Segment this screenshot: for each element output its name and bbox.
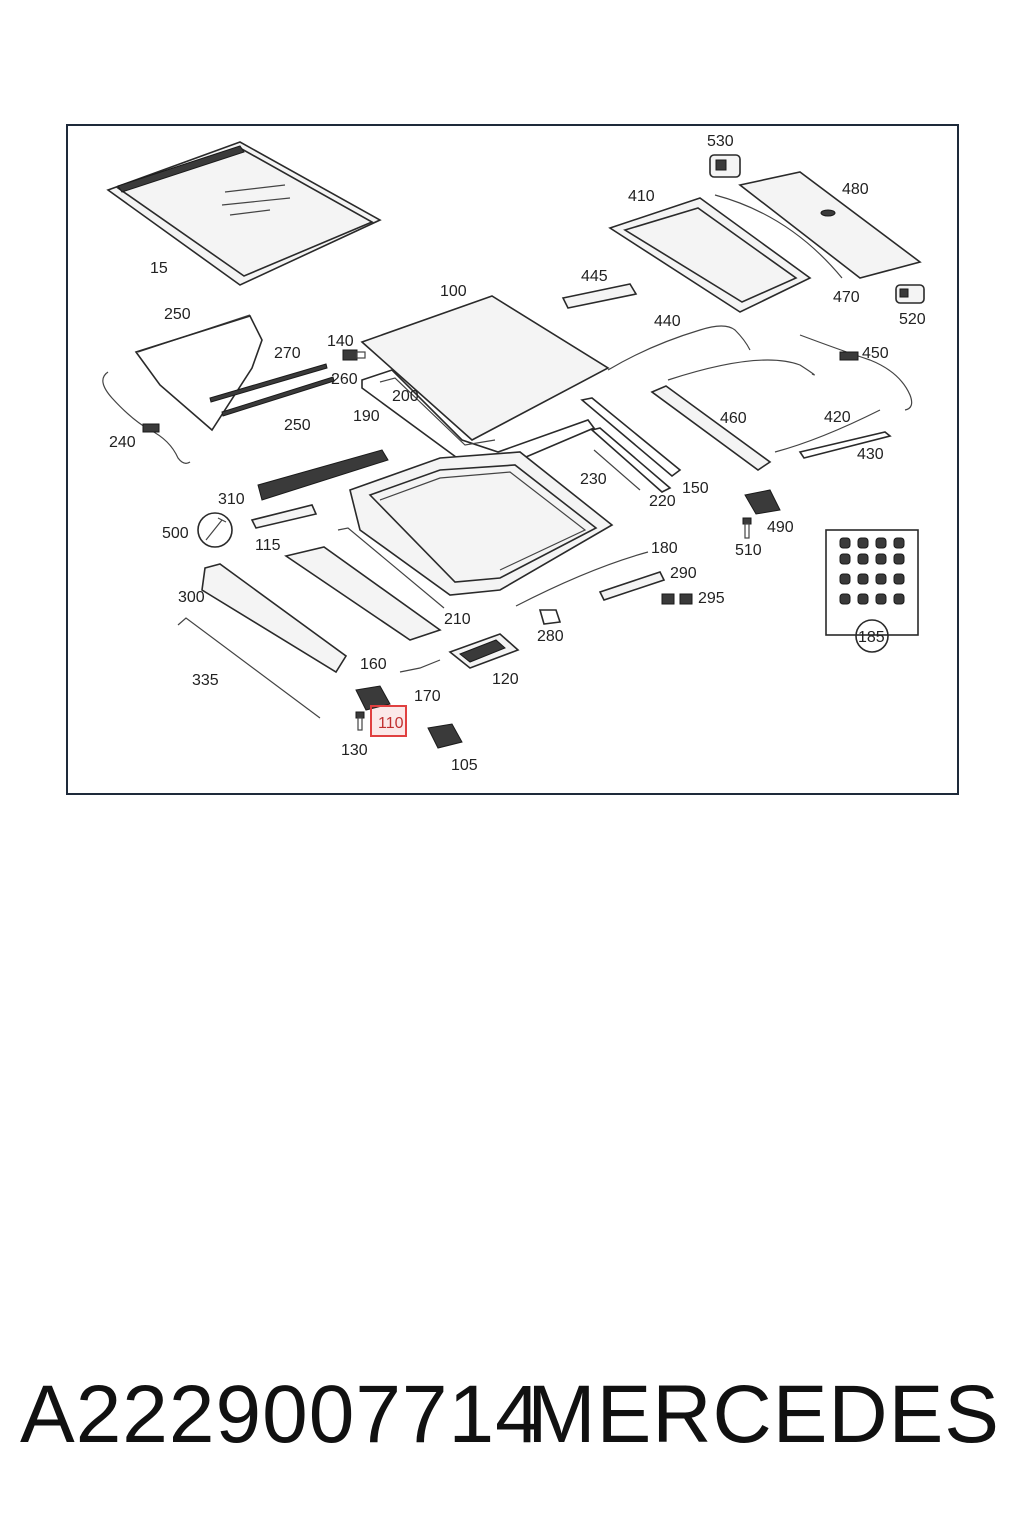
part-480-rear-glass	[738, 171, 922, 279]
part-450-cable	[667, 334, 913, 411]
callout-480: 480	[842, 181, 869, 198]
callout-185: 185	[858, 629, 885, 646]
callout-420: 420	[824, 409, 851, 426]
part-450-connector	[839, 351, 859, 361]
callout-240: 240	[109, 434, 136, 451]
callout-335: 335	[192, 672, 219, 689]
callout-250-bottom: 250	[284, 417, 311, 434]
callout-450: 450	[862, 345, 889, 362]
callout-300: 300	[178, 589, 205, 606]
part-420-cable	[774, 409, 881, 453]
callout-140: 140	[327, 333, 354, 350]
callout-100: 100	[440, 283, 467, 300]
part-250-panel	[134, 315, 263, 432]
callout-280: 280	[537, 628, 564, 645]
highlight-box-110	[370, 705, 407, 737]
part-335-strip	[177, 617, 321, 719]
part-280-clip	[538, 609, 562, 625]
part-150-rail	[580, 397, 682, 478]
callout-160: 160	[360, 656, 387, 673]
callout-270: 270	[274, 345, 301, 362]
callout-290: 290	[670, 565, 697, 582]
callout-115: 115	[255, 537, 281, 554]
callout-445: 445	[581, 268, 608, 285]
part-200-seal	[379, 377, 496, 446]
part-510-bolt	[742, 517, 752, 539]
part-260-strip	[221, 376, 335, 417]
part-number-label: A2229007714	[20, 1369, 542, 1460]
callout-220: 220	[649, 493, 676, 510]
part-190-seal	[361, 369, 596, 469]
part-310-deflector	[257, 449, 389, 501]
brand-label: MERCEDES	[527, 1369, 1000, 1460]
callout-500: 500	[162, 525, 189, 542]
part-105-guide	[427, 723, 463, 749]
part-170-cable	[399, 659, 441, 673]
part-main-roof-frame	[349, 451, 614, 596]
callout-230: 230	[580, 471, 607, 488]
footer: A2229007714 MERCEDES	[0, 1368, 1024, 1478]
part-230-rail	[593, 449, 641, 491]
callout-130: 130	[341, 742, 368, 759]
part-110-guide	[355, 685, 391, 711]
callout-520: 520	[899, 311, 926, 328]
part-460-sunblind	[650, 385, 772, 471]
callout-295: 295	[698, 590, 725, 607]
callout-190: 190	[353, 408, 380, 425]
part-440-cable	[607, 325, 751, 371]
part-520-bracket	[895, 284, 925, 304]
part-220-rail	[590, 427, 672, 493]
callout-15: 15	[150, 260, 168, 277]
part-130-bolt	[355, 711, 365, 731]
part-300-sunscreen	[201, 563, 348, 674]
callout-200: 200	[392, 388, 419, 405]
callout-110: 110	[378, 715, 404, 732]
callout-470: 470	[833, 289, 860, 306]
part-180-seal	[515, 551, 649, 607]
callout-410: 410	[628, 188, 655, 205]
part-115-bracket	[250, 504, 318, 529]
callout-530: 530	[707, 133, 734, 150]
callout-510: 510	[735, 542, 762, 559]
part-490-guide	[744, 489, 781, 515]
callout-210: 210	[444, 611, 471, 628]
part-185-clip-kit	[825, 529, 919, 653]
callout-120: 120	[492, 671, 519, 688]
callout-260: 260	[331, 371, 358, 388]
part-210-rail	[337, 527, 445, 609]
callout-440: 440	[654, 313, 681, 330]
callout-310: 310	[218, 491, 245, 508]
part-410-frame	[608, 197, 812, 313]
part-500-wrench-icon	[197, 512, 233, 548]
callout-250-top: 250	[164, 306, 191, 323]
part-530-clip	[709, 154, 741, 178]
callout-460: 460	[720, 410, 747, 427]
part-270-strip	[209, 363, 328, 403]
callout-180: 180	[651, 540, 678, 557]
diagram-frame	[66, 124, 959, 795]
part-15-glass-panel	[106, 141, 382, 286]
part-240-connector	[142, 423, 160, 433]
part-140-bolt	[342, 349, 366, 361]
callout-430: 430	[857, 446, 884, 463]
part-295-clip	[661, 593, 693, 605]
part-430-strip	[798, 431, 892, 459]
part-160-wind-deflector	[284, 546, 442, 641]
part-470-seal	[714, 194, 843, 279]
callout-105: 105	[451, 757, 478, 774]
callout-170: 170	[414, 688, 441, 705]
callout-490: 490	[767, 519, 794, 536]
part-120-motor	[448, 633, 520, 669]
part-290-bracket	[598, 571, 666, 601]
part-100-roof-panel	[360, 295, 610, 441]
part-445-bracket	[561, 283, 638, 309]
callout-150: 150	[682, 480, 709, 497]
